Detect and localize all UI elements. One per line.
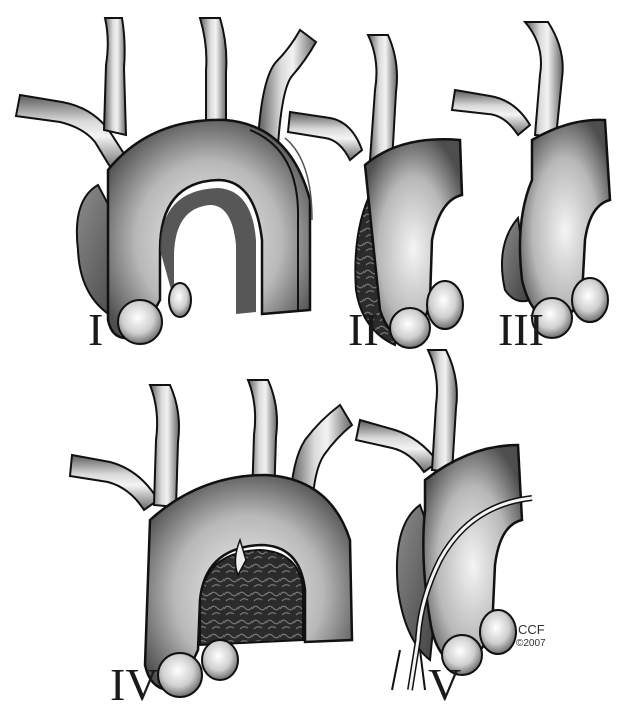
panel-i-illustration: [16, 18, 316, 344]
panel-iv-illustration: [70, 380, 352, 697]
panel-iv-false-lumen: [200, 550, 303, 645]
panel-label-iv: IV: [110, 659, 159, 708]
panel-label-iii: III: [498, 304, 544, 355]
credit-ccf: CCF: [518, 622, 545, 637]
panel-label-ii: II: [348, 304, 379, 355]
panel-label-v: V: [428, 659, 461, 708]
credit-year: ©2007: [516, 638, 546, 649]
panel-v-illustration: [356, 350, 532, 690]
panel-ii-illustration: [288, 35, 463, 348]
panel-i-aortic-root-bulb: [118, 300, 162, 344]
panel-ii-aortic-root-bulb: [390, 308, 430, 348]
panel-label-i: I: [88, 304, 103, 355]
panel-i-branch-2: [104, 18, 126, 135]
panel-iii-illustration: [452, 22, 610, 338]
panel-iv-aortic-root-bulb: [158, 653, 202, 697]
